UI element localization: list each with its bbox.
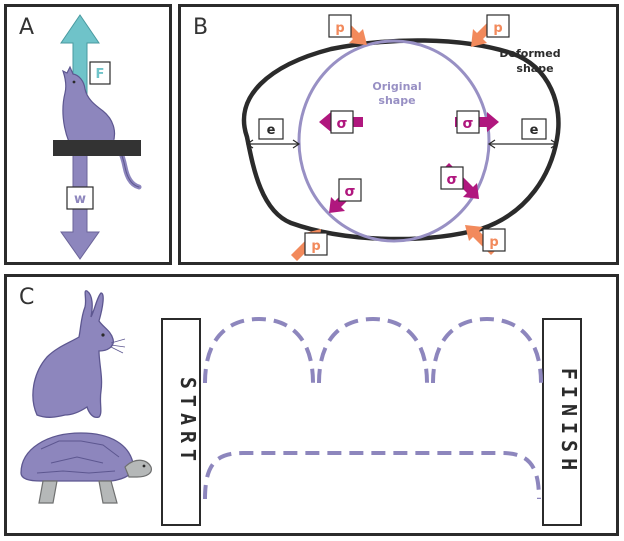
original-shape	[297, 39, 491, 243]
stress-right: σ	[455, 110, 499, 134]
original-label-line2: shape	[378, 94, 415, 107]
stress-label: σ	[447, 172, 458, 188]
deformed-label-line2: shape	[516, 62, 553, 75]
force-label: F	[96, 67, 105, 82]
weight-label: w	[74, 192, 86, 207]
finish-post: FINISH	[542, 318, 582, 526]
stress-label: σ	[463, 116, 474, 132]
strain-label-right: e	[530, 123, 539, 138]
pressure-top-right: p	[471, 14, 510, 47]
panel-c-figure: START FINISH	[20, 290, 582, 526]
pressure-label: p	[311, 239, 320, 254]
deformed-label-line1: Deformed	[499, 47, 560, 60]
panel-a: A F w	[4, 4, 172, 265]
finish-label: FINISH	[557, 368, 581, 476]
panel-b: B Deformed shape Original shape e	[178, 4, 619, 265]
hare-hop-3	[431, 316, 543, 384]
pressure-label: p	[335, 21, 344, 36]
stress-left: σ	[319, 110, 363, 134]
original-label-line1: Original	[372, 80, 421, 93]
deformed-shape	[241, 38, 561, 242]
panel-c: C START FINISH	[4, 274, 619, 536]
strain-label-left: e	[267, 123, 276, 138]
hare-hop-1	[203, 316, 315, 384]
hare-path	[203, 316, 543, 384]
strain-right: e	[487, 118, 559, 149]
stress-label: σ	[345, 184, 356, 200]
panel-a-letter: A	[19, 15, 35, 40]
panel-b-figure: Deformed shape Original shape e e σ	[241, 14, 561, 261]
stress-bottom-left: σ	[329, 178, 362, 213]
panel-b-letter: B	[193, 15, 209, 40]
stress-bottom-right: σ	[440, 163, 479, 199]
tortoise-path	[203, 451, 541, 500]
force-label-box: F	[89, 61, 111, 85]
stress-label: σ	[337, 116, 348, 132]
pressure-bottom-right: p	[465, 225, 506, 255]
platform	[53, 140, 141, 156]
pressure-bottom-left: p	[291, 229, 328, 261]
pressure-label: p	[493, 21, 502, 36]
pressure-top-left: p	[328, 14, 367, 45]
pressure-label: p	[489, 235, 498, 250]
strain-left: e	[245, 118, 301, 149]
start-post: START	[161, 318, 201, 526]
panel-a-figure: F w	[53, 14, 142, 260]
hare-hop-2	[317, 316, 429, 384]
start-label: START	[176, 377, 200, 467]
hare-icon	[32, 290, 126, 419]
panel-c-letter: C	[19, 285, 35, 310]
tortoise-icon	[20, 432, 152, 504]
weight-label-box: w	[66, 186, 94, 210]
